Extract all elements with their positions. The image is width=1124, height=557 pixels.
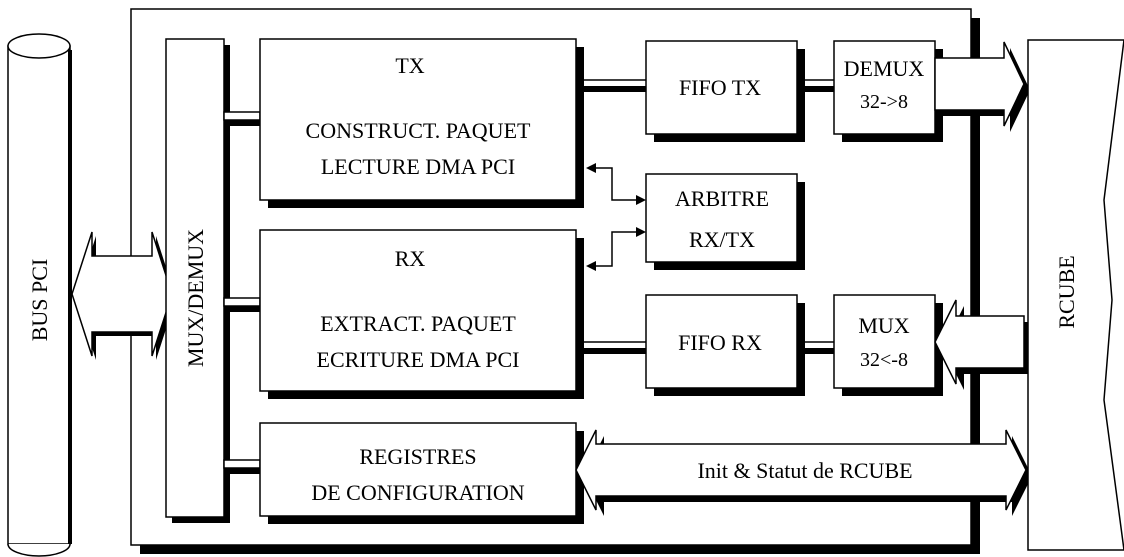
arbitre-line1: ARBITRE [675,186,769,211]
fifo-demux-connector [797,79,834,92]
tx-line2: LECTURE DMA PCI [321,154,515,179]
tx-title: TX [395,53,424,78]
init-statut-label: Init & Statut de RCUBE [697,458,912,483]
tx-line1: CONSTRUCT. PAQUET [306,118,531,143]
rx-line1: EXTRACT. PAQUET [320,311,516,336]
registres-block: REGISTRES DE CONFIGURATION [259,422,584,524]
rcube-block: RCUBE [1027,39,1124,551]
arbitration-arrowheads [586,163,646,271]
fifo-mux-connector [797,341,834,354]
mux-block: MUX 32<-8 [833,294,943,396]
rcube-mux-arrow [934,299,1030,390]
demux-block: DEMUX 32->8 [833,40,943,142]
arbitre-line2: RX/TX [689,227,755,252]
bus-pci-label: BUS PCI [27,259,52,342]
fifo-rx-block: FIFO RX [645,294,805,396]
tx-fifo-connector [576,79,646,92]
rcube-label: RCUBE [1054,255,1079,328]
fifo-rx-label: FIFO RX [678,330,762,355]
arbitre-block: ARBITRE RX/TX [645,173,805,270]
fifo-tx-label: FIFO TX [679,75,761,100]
demux-line2: 32->8 [860,91,908,113]
rx-title: RX [395,246,426,271]
mux-line1: MUX [858,313,909,338]
bus-pci-cylinder: BUS PCI [7,33,72,557]
mux-line2: 32<-8 [860,349,908,371]
rx-block: RX EXTRACT. PAQUET ECRITURE DMA PCI [259,229,584,399]
registres-line1: REGISTRES [359,444,476,469]
fifo-tx-block: FIFO TX [645,40,805,142]
init-statut-arrow: Init & Statut de RCUBE [575,429,1032,516]
registres-line2: DE CONFIGURATION [311,480,524,505]
demux-line1: DEMUX [844,56,925,81]
mux-demux-block: MUX/DEMUX [165,38,230,523]
mux-demux-label: MUX/DEMUX [183,229,208,367]
rx-fifo-connector [576,341,646,354]
bus-to-mux-arrow [71,231,176,360]
demux-rcube-arrow [934,41,1030,132]
rx-line2: ECRITURE DMA PCI [317,347,520,372]
tx-block: TX CONSTRUCT. PAQUET LECTURE DMA PCI [259,38,584,208]
arbitration-lines [588,167,640,267]
